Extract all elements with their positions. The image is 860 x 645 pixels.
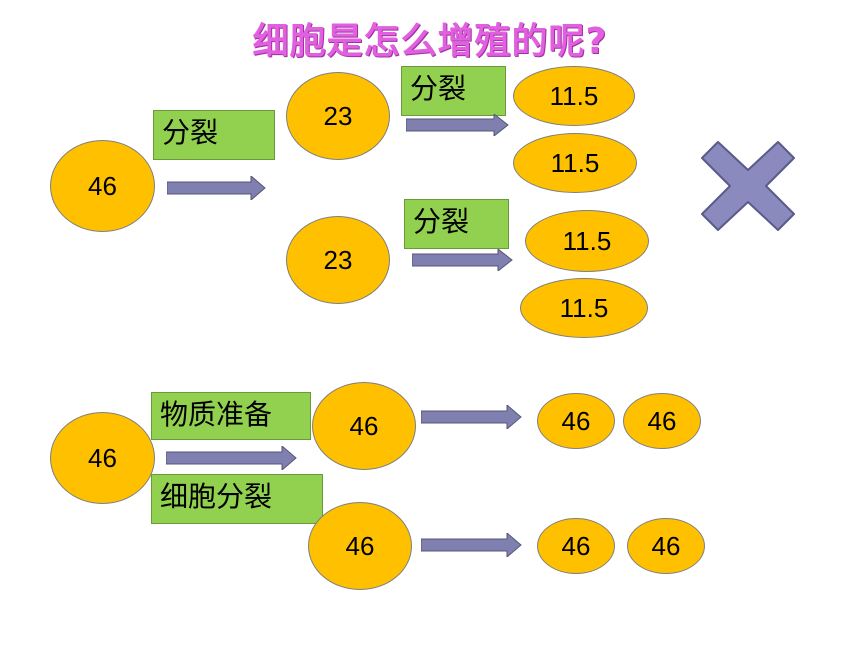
grandchild-cell-46-c: 46 <box>537 518 615 574</box>
right-arrow-icon <box>412 249 513 271</box>
split-label: 分裂 <box>153 110 275 160</box>
grandchild-cell-46-d: 46 <box>627 518 705 574</box>
cross-mark-icon <box>701 141 795 231</box>
grandchild-cell-11-5-d: 11.5 <box>520 278 648 338</box>
child-cell-23-b: 23 <box>286 216 390 304</box>
child-cell-23-a: 23 <box>286 72 390 160</box>
right-arrow-icon <box>421 405 522 429</box>
right-arrow-icon <box>167 176 266 200</box>
grandchild-cell-46-b: 46 <box>623 393 701 449</box>
grandchild-cell-11-5-c: 11.5 <box>525 210 649 272</box>
grandchild-cell-11-5-a: 11.5 <box>513 66 635 126</box>
right-arrow-icon <box>406 114 509 136</box>
material-prep-label: 物质准备 <box>151 392 311 440</box>
right-arrow-icon <box>421 533 522 557</box>
split-label-lower: 分裂 <box>404 199 509 249</box>
parent-cell-46: 46 <box>50 140 155 232</box>
right-arrow-icon <box>166 446 297 470</box>
page-title: 细胞是怎么增殖的呢? <box>252 21 608 62</box>
parent-cell-46-bottom: 46 <box>50 412 155 504</box>
split-label-upper: 分裂 <box>401 66 506 116</box>
cell-division-label: 细胞分裂 <box>151 474 323 524</box>
child-cell-46-a: 46 <box>312 382 416 470</box>
child-cell-46-b: 46 <box>308 502 412 590</box>
grandchild-cell-46-a: 46 <box>537 393 615 449</box>
grandchild-cell-11-5-b: 11.5 <box>513 133 637 193</box>
